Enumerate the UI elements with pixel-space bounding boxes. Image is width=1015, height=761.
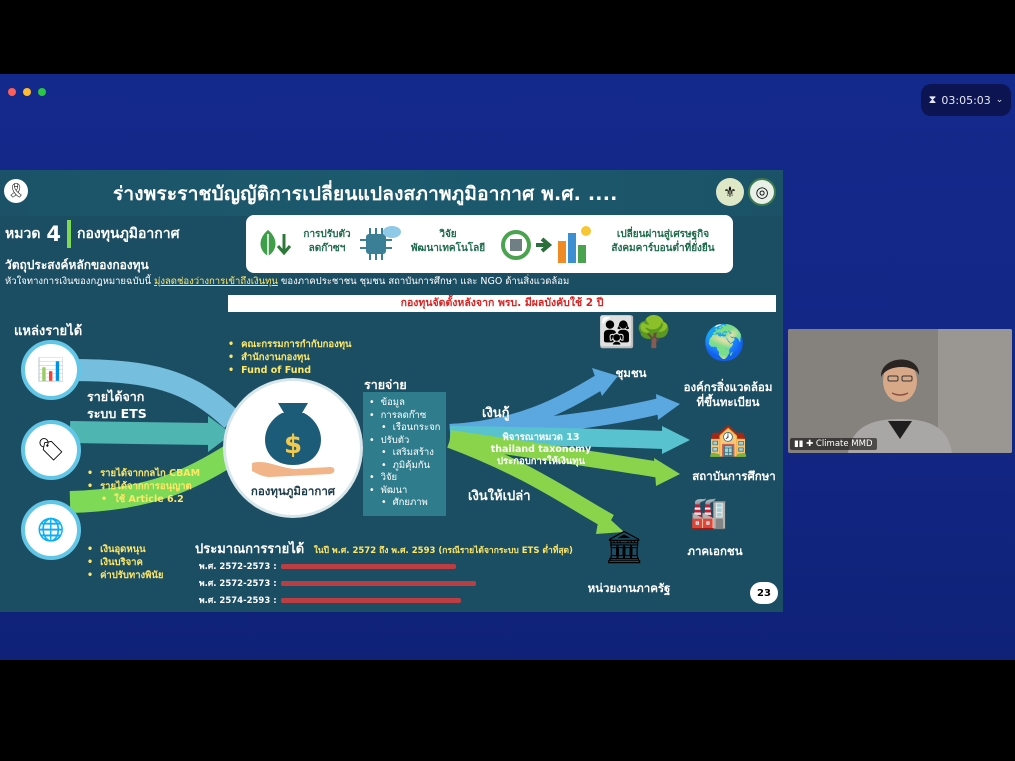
- participant-video-tile[interactable]: ▮▮ ✚ Climate MMD: [788, 329, 1012, 453]
- slide-page-number: 23: [750, 582, 778, 604]
- pin-icon: ✚: [806, 439, 814, 449]
- hourglass-icon: ⧗: [928, 93, 937, 106]
- chapter-number: 4: [46, 222, 62, 246]
- objective-title: วัตถุประสงค์หลักของกองทุน: [5, 258, 149, 272]
- mourning-ribbon-icon: 🎗: [4, 179, 28, 203]
- slide-header: [0, 170, 783, 216]
- zoom-dot[interactable]: [38, 88, 46, 96]
- carbon-credit-icon: 🏷: [21, 420, 81, 480]
- participant-name-tag: ▮▮ ✚ Climate MMD: [790, 438, 877, 450]
- community-icon: 👨‍👩‍👧🌳: [598, 315, 673, 350]
- ngo-label: องค์กรสิ่งแวดล้อม ที่ขึ้นทะเบียน: [683, 380, 773, 409]
- meeting-stage: ⧗ 03:05:03 ⌄ 🎗 ร่างพระราชบัญญัติการเปลี่…: [0, 74, 1015, 660]
- estimate-value-placeholder: [280, 597, 461, 603]
- expenses-title: รายจ่าย: [364, 377, 407, 392]
- grant-label: เงินให้เปล่า: [468, 489, 531, 504]
- revenue-sources-title: แหล่งรายได้: [14, 324, 83, 339]
- meeting-timer-button[interactable]: ⧗ 03:05:03 ⌄: [921, 84, 1011, 116]
- objective-highlight: มุ่งลดช่องว่างการเข้าถึงเงินทุน: [154, 276, 278, 287]
- governance-list: คณะกรรมการกำกับกองทุน สำนักงานกองทุน Fun…: [228, 338, 351, 377]
- establishment-banner: กองทุนจัดตั้งหลังจาก พรบ. มีผลบังคับใช้ …: [228, 295, 776, 312]
- ets-income-label: รายได้จาก ระบบ ETS: [87, 389, 147, 421]
- presentation-board-icon: 📊: [21, 340, 81, 400]
- estimate-value-placeholder: [280, 580, 476, 586]
- community-label: ชุมชน: [615, 366, 647, 380]
- participant-video: [788, 329, 1012, 453]
- window-controls: [8, 88, 46, 96]
- department-seal-icon: ◎: [748, 178, 776, 206]
- chevron-down-icon: ⌄: [995, 95, 1004, 105]
- svg-text:$: $: [284, 430, 302, 460]
- government-building-icon: 🏛: [604, 528, 645, 566]
- other-income-list: เงินอุดหนุน เงินบริจาค ค่าปรับทางพินัย: [87, 543, 163, 582]
- climate-fund-label: กองทุนภูมิอากาศ: [250, 484, 336, 498]
- leaf-down-icon: [260, 230, 292, 258]
- timer-value: 03:05:03: [941, 93, 991, 107]
- taxonomy-note: พิจารณาหมวด 13 thailand taxonomy ประกอบก…: [490, 432, 592, 467]
- revenue-estimate-note: ในปี พ.ศ. 2572 ถึง พ.ศ. 2593 (กรณีรายได้…: [313, 546, 573, 556]
- chapter-prefix: หมวด: [5, 226, 41, 242]
- chapter-name: กองทุนภูมิอากาศ: [77, 226, 180, 242]
- education-label: สถาบันการศึกษา: [692, 469, 776, 483]
- revenue-estimate-title: ประมาณการรายได้ ในปี พ.ศ. 2572 ถึง พ.ศ. …: [195, 542, 573, 557]
- earth-hands-icon: 🌍: [703, 323, 746, 363]
- emblem-icon: ⚜: [716, 178, 744, 206]
- expenses-box: ข้อมูล การลดก๊าซ เรือนกระจก ปรับตัว เสริ…: [363, 392, 446, 516]
- transition-label: เปลี่ยนผ่านสู่เศรษฐกิจ สังคมคาร์บอนต่ำที…: [611, 229, 715, 254]
- signal-bars-icon: ▮▮: [794, 439, 804, 449]
- estimate-row: พ.ศ. 2572-2573 :: [199, 560, 456, 572]
- estimate-row: พ.ศ. 2574-2593 :: [199, 594, 461, 606]
- school-building-icon: 🏫: [708, 420, 748, 458]
- private-sector-label: ภาคเอกชน: [687, 544, 743, 558]
- chapter-heading: หมวด 4 กองทุนภูมิอากาศ: [5, 220, 180, 248]
- chip-cloud-icon: [360, 226, 401, 260]
- objective-text: หัวใจทางการเงินของกฎหมายฉบับนี้ มุ่งลดช่…: [5, 276, 570, 287]
- factory-solar-icon: 🏭: [690, 496, 728, 531]
- minimize-dot[interactable]: [23, 88, 31, 96]
- adapt-label: การปรับตัว ลดก๊าซฯ: [303, 229, 351, 254]
- money-bag-hand-icon: $: [252, 403, 335, 477]
- loan-label: เงินกู้: [482, 406, 510, 421]
- chapter-divider: [67, 220, 72, 248]
- expenses-list: ข้อมูล การลดก๊าซ เรือนกระจก ปรับตัว เสริ…: [369, 397, 441, 510]
- research-label: วิจัย พัฒนาเทคโนโลยี: [410, 229, 486, 254]
- globe-hands-icon: 🌐: [21, 500, 81, 560]
- fund-purpose-box: การปรับตัว ลดก๊าซฯ วิจัย พัฒนาเทคโนโลยี: [246, 215, 733, 273]
- close-dot[interactable]: [8, 88, 16, 96]
- estimate-value-placeholder: [280, 563, 456, 569]
- recycle-city-icon: [501, 226, 591, 263]
- climate-fund-circle: $: [226, 381, 360, 515]
- shared-slide: 🎗 ร่างพระราชบัญญัติการเปลี่ยนแปลงสภาพภูม…: [0, 170, 783, 612]
- estimate-row: พ.ศ. 2572-2573 :: [199, 577, 476, 589]
- slide-title: ร่างพระราชบัญญัติการเปลี่ยนแปลงสภาพภูมิอ…: [113, 183, 618, 205]
- cbam-income-list: รายได้จากกลไก CBAM รายได้จากการอนุญาต ใช…: [87, 467, 200, 506]
- government-label: หน่วยงานภาครัฐ: [587, 581, 671, 595]
